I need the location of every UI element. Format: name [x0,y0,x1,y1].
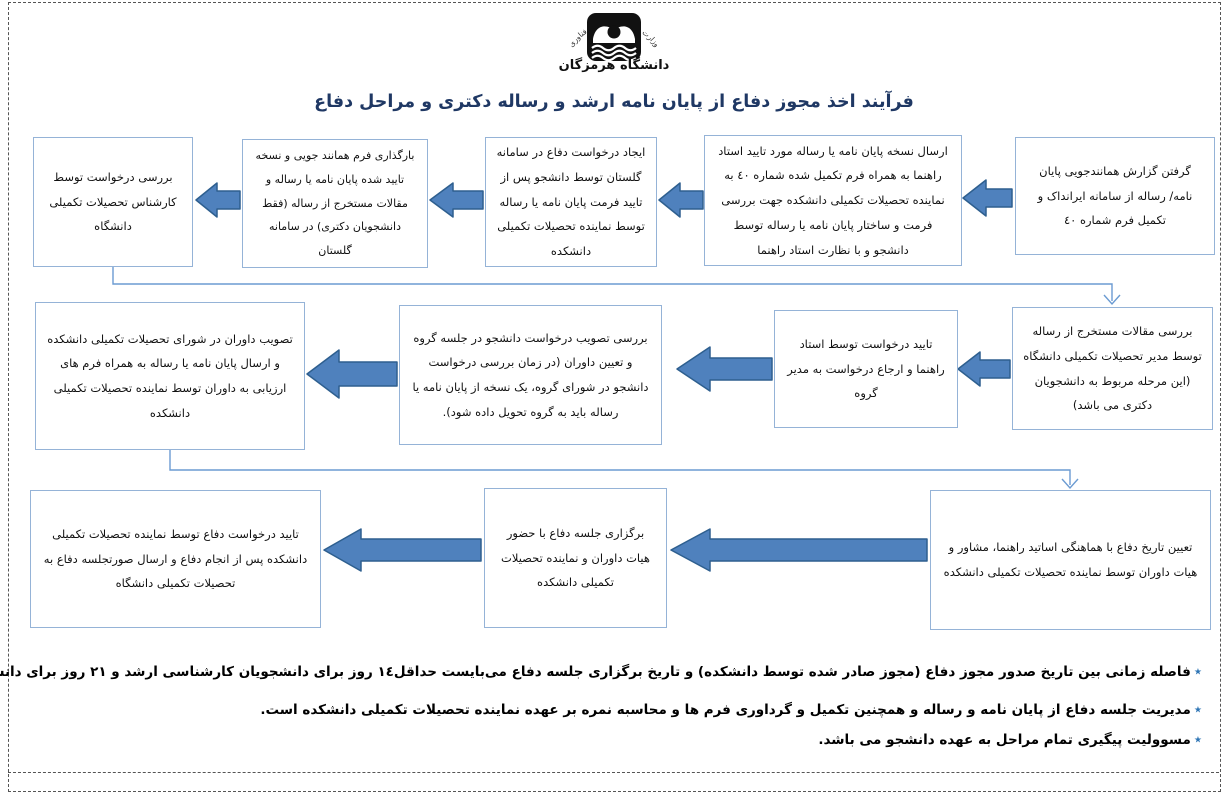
flow-step-text: بررسی مقالات مستخرج از رساله توسط مدیر ت… [1023,324,1202,413]
flow-step-articles-review: بررسی مقالات مستخرج از رساله توسط مدیر ت… [1012,307,1213,430]
note-bullet: ٭ [1193,662,1202,680]
flow-arrow-left-icon [306,349,398,399]
note-session-management: ٭مدیریت جلسه دفاع از پایان نامه و رساله … [260,700,1202,718]
note-bullet: ٭ [1193,700,1202,718]
flow-arrow-left-icon [658,182,704,218]
flow-step-expert-review: بررسی درخواست توسط کارشناس تحصیلات تکمیل… [33,137,193,267]
flow-step-text: بررسی درخواست توسط کارشناس تحصیلات تکمیل… [49,169,177,234]
flow-step-text: ایجاد درخواست دفاع در سامانه گلستان توسط… [496,145,646,259]
flow-step-text: ارسال نسخه پایان نامه یا رساله مورد تایی… [718,143,948,257]
page-title: فرآیند اخذ مجوز دفاع از پایان نامه ارشد … [314,92,914,112]
flow-step-referees-approval: تصویب داوران در شورای تحصیلات تکمیلی دان… [35,302,305,450]
flow-arrow-left-icon [670,528,928,572]
flow-arrow-left-icon [323,528,482,572]
flow-step-defense-date: تعیین تاریخ دفاع با هماهنگی اساتید راهنم… [930,490,1211,630]
university-name: دانشگاه هرمزگان [558,58,670,73]
arrow-down-icon [1103,294,1121,306]
arrow-down-icon [1061,478,1079,490]
flow-arrow-left-icon [962,179,1013,217]
flow-step-upload-files: بارگذاری فرم همانند جویی و نسخه تایید شد… [242,139,428,268]
flow-step-send-copy-to-rep: ارسال نسخه پایان نامه یا رساله مورد تایی… [704,135,962,266]
flow-step-defense-session: برگزاری جلسه دفاع با حضور هیات داوران و … [484,488,667,628]
note-text: مسوولیت پیگیری تمام مراحل به عهده دانشجو… [818,732,1191,748]
note-text: مدیریت جلسه دفاع از پایان نامه و رساله و… [260,702,1191,718]
note-defense-interval: ٭فاصله زمانی بین تاریخ صدور مجوز دفاع (م… [0,662,1202,680]
flow-arrow-left-icon [676,346,773,392]
university-emblem-icon: وزارت علوم، تحقیقات و فناوری [567,13,662,62]
flow-step-similarity-report: گرفتن گزارش همانندجویی پایان نامه/ رساله… [1015,137,1215,255]
flow-step-text: تصویب داوران در شورای تحصیلات تکمیلی دان… [47,331,293,420]
flow-step-text: برگزاری جلسه دفاع با حضور هیات داوران و … [501,525,650,590]
note-bullet: ٭ [1193,730,1202,748]
flow-arrow-left-icon [429,182,484,218]
flow-step-golestan-request: ایجاد درخواست دفاع در سامانه گلستان توسط… [485,137,657,267]
university-logo: وزارت علوم، تحقیقات و فناوری دانشگاه هرم… [529,0,699,73]
flow-step-supervisor-approval: تایید درخواست توسط استاد راهنما و ارجاع … [774,310,958,428]
flow-step-final-approval: تایید درخواست دفاع توسط نماینده تحصیلات … [30,490,321,628]
note-text: فاصله زمانی بین تاریخ صدور مجوز دفاع (مج… [0,664,1191,680]
note-student-responsibility: ٭مسوولیت پیگیری تمام مراحل به عهده دانشج… [818,730,1202,748]
flow-arrow-left-icon [957,351,1011,387]
bottom-dashed-line [8,772,1219,773]
flow-step-text: گرفتن گزارش همانندجویی پایان نامه/ رساله… [1037,163,1193,228]
flow-arrow-left-icon [195,182,241,218]
flow-step-text: تعیین تاریخ دفاع با هماهنگی اساتید راهنم… [943,540,1198,579]
flow-step-text: بررسی تصویب درخواست دانشجو در جلسه گروه … [412,330,649,419]
flow-step-group-meeting: بررسی تصویب درخواست دانشجو در جلسه گروه … [399,305,662,445]
flow-step-text: تایید درخواست دفاع توسط نماینده تحصیلات … [43,526,308,591]
flow-step-text: تایید درخواست توسط استاد راهنما و ارجاع … [787,336,945,401]
flow-step-text: بارگذاری فرم همانند جویی و نسخه تایید شد… [255,149,415,257]
